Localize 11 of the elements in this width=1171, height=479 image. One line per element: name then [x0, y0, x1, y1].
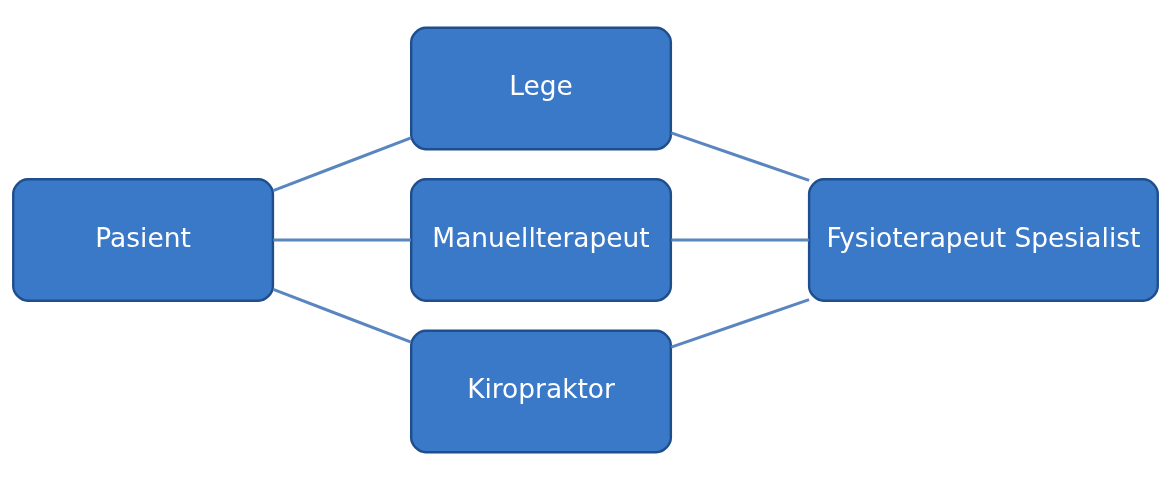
connector [670, 131, 810, 182]
connector [272, 135, 412, 192]
connector [671, 238, 810, 241]
connector [272, 287, 412, 344]
connector [670, 297, 810, 348]
node-box: Fysioterapeut Spesialist [807, 177, 1159, 302]
node-box: Lege [410, 26, 673, 150]
node-box: Kiropraktor [410, 329, 673, 453]
connector [273, 238, 411, 241]
node-box: Manuellterapeut [410, 177, 673, 302]
node-box: Pasient [12, 177, 275, 302]
